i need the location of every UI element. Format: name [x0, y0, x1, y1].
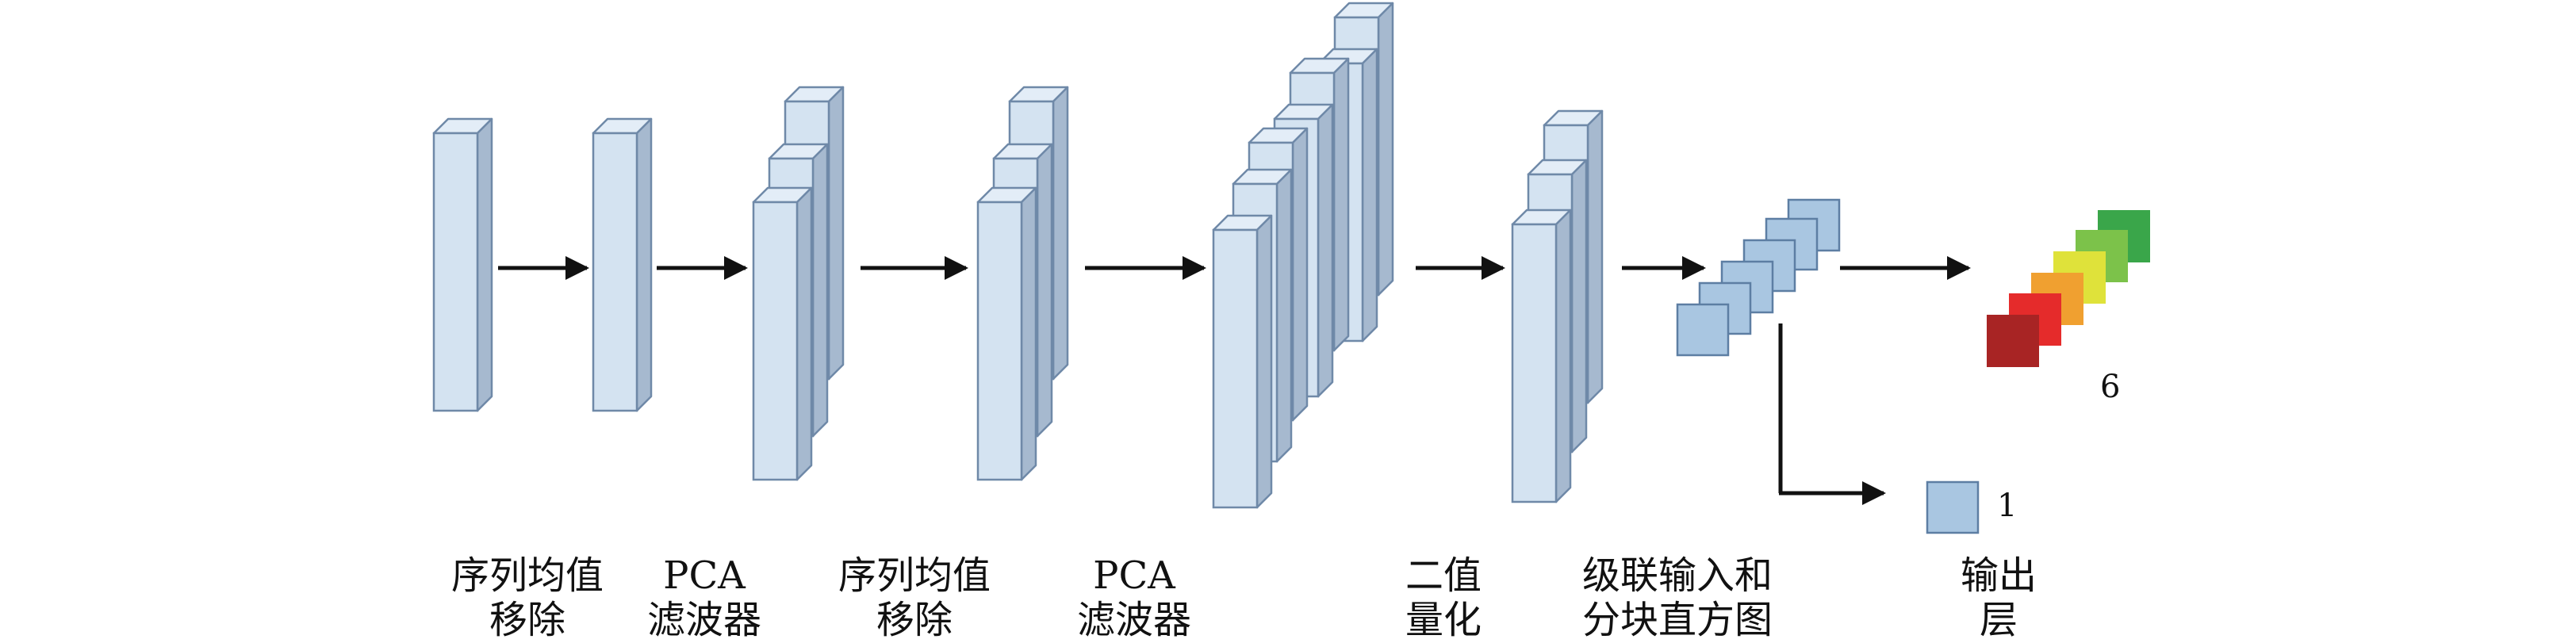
stage-label-line: 序列均值: [838, 553, 991, 598]
stage-label-line: 量化: [1405, 598, 1482, 642]
mean-removed-block: [592, 117, 653, 412]
binary-quantized-block: [1511, 209, 1572, 503]
output-squares: [1926, 210, 2150, 534]
output-count-six: 6: [2100, 369, 2121, 405]
stage-label-line: 滤波器: [646, 598, 762, 642]
stage-label-pca-filter-1: PCA 滤波器: [647, 553, 761, 642]
input-block: [432, 117, 493, 412]
output-count-one: 1: [1997, 488, 2018, 524]
stage-label-line: 滤波器: [1076, 598, 1192, 642]
stage-label-line: 二值: [1405, 553, 1482, 598]
stage-label-line: 层: [1979, 598, 2018, 642]
stage-label-pca-filter-2: PCA 滤波器: [1077, 553, 1191, 642]
branch-arrow: [1778, 323, 1886, 505]
stage-label-line: 移除: [489, 598, 566, 642]
stage-label-mean-removal-2: 序列均值 移除: [838, 553, 991, 642]
single-output-square: [1926, 480, 1980, 534]
stage-label-output-layer: 输出 层: [1961, 553, 2037, 642]
output-class-square: [1987, 315, 2039, 367]
mean-removed-block-2: [976, 186, 1037, 481]
stage-label-line: PCA: [663, 553, 746, 598]
stage-label-line: PCA: [1093, 553, 1175, 598]
stage-label-binary-quantization: 二值 量化: [1405, 553, 1482, 642]
stage-label-line: 移除: [876, 598, 953, 642]
histogram-square: [1676, 303, 1730, 357]
stage-label-line: 分块直方图: [1581, 598, 1773, 642]
stage-label-mean-removal-1: 序列均值 移除: [451, 553, 604, 642]
stage-label-line: 序列均值: [450, 553, 604, 598]
pca-filter-block-2: [1212, 214, 1273, 509]
stage-label-line: 级联输入和: [1581, 553, 1773, 598]
feature-blocks: [432, 2, 1604, 509]
flow-arrows: [498, 256, 1971, 505]
histogram-squares: [1676, 198, 1841, 357]
stage-label-cascade-histogram: 级联输入和 分块直方图: [1582, 553, 1773, 642]
pca-filter-block: [752, 186, 813, 481]
stage-label-line: 输出: [1960, 553, 2037, 598]
